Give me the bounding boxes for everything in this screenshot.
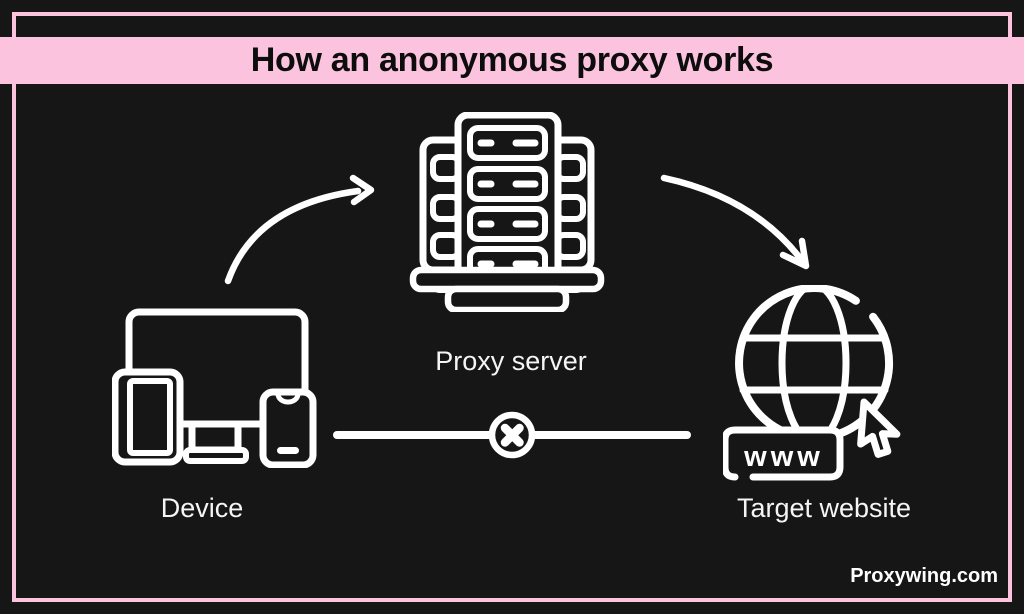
proxy-server-label: Proxy server — [435, 346, 587, 376]
arrow-device-to-proxy — [224, 174, 375, 285]
device-label: Device — [160, 493, 244, 523]
border-frame — [12, 12, 1012, 602]
www-text: www — [743, 441, 824, 473]
blocked-direct-connection — [333, 411, 691, 459]
server-base — [409, 266, 605, 312]
arrow-proxy-to-target — [660, 174, 810, 270]
curved-arrow-shaft — [660, 174, 804, 262]
arrowhead-icon — [349, 174, 375, 206]
globe-icon — [735, 285, 894, 445]
server-front-rack — [454, 112, 562, 289]
multi-device-icon — [112, 308, 317, 468]
blocked-x-icon — [488, 411, 536, 459]
smartphone-icon — [259, 388, 317, 468]
target-website-label: Target website — [736, 493, 912, 523]
title-banner: How an anonymous proxy works — [0, 37, 1024, 84]
cursor-arrow-icon — [855, 402, 901, 457]
server-rack-icon — [409, 112, 605, 312]
brand-watermark: Proxywing.com — [850, 565, 998, 587]
tablet-icon — [112, 368, 184, 466]
globe-www-icon: www — [723, 285, 918, 481]
arrowhead-icon — [779, 237, 810, 270]
www-badge: www — [723, 426, 844, 481]
curved-arrow-shaft — [224, 187, 362, 285]
page-title: How an anonymous proxy works — [250, 41, 774, 79]
